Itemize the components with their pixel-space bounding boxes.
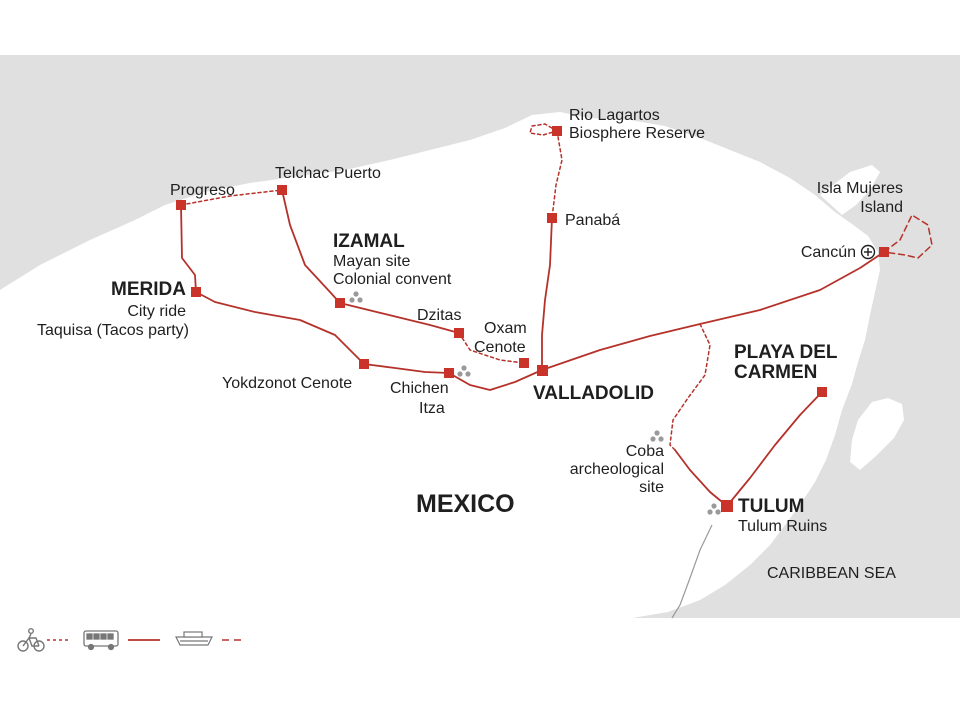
label-rio-lagartos-1: Rio Lagartos xyxy=(569,107,660,124)
land-mass xyxy=(0,112,880,618)
bus-route-playa-tulum xyxy=(726,391,823,507)
label-mexico: MEXICO xyxy=(416,490,515,518)
bus-route-merida-chichen xyxy=(195,291,450,374)
label-playa-2: CARMEN xyxy=(734,362,817,383)
label-coba-1: Coba xyxy=(626,443,664,460)
stop-marker-izamal[interactable] xyxy=(335,298,345,308)
label-valladolid: VALLADOLID xyxy=(533,383,654,404)
label-playa-1: PLAYA DEL xyxy=(734,342,838,363)
bike-route-dzitas-oxam xyxy=(458,332,525,364)
label-chichen-1: Chichen xyxy=(390,380,449,397)
stop-marker-progreso[interactable] xyxy=(176,200,186,210)
routes xyxy=(180,123,933,507)
label-oxam-1: Oxam xyxy=(484,320,527,337)
boat-icon xyxy=(175,631,213,646)
stop-marker-cancun[interactable] xyxy=(879,247,889,257)
stops xyxy=(176,126,889,512)
label-cancun: Cancún xyxy=(801,244,856,261)
label-izamal: IZAMAL xyxy=(333,231,405,252)
bus-route-panaba-valladolid xyxy=(541,217,553,371)
stop-marker-merida[interactable] xyxy=(191,287,201,297)
bus-route-valladolid-cancun xyxy=(541,251,885,371)
stop-marker-panaba[interactable] xyxy=(547,213,557,223)
stop-marker-chichen[interactable] xyxy=(444,368,454,378)
airport-icon xyxy=(860,244,876,260)
cozumel-island xyxy=(850,398,904,470)
boat-route-cancun-isla xyxy=(883,214,933,259)
bus-route-izamal-dzitas xyxy=(339,302,460,334)
label-rio-lagartos-2: Biosphere Reserve xyxy=(569,125,705,142)
bus-route-coba-tulum xyxy=(674,449,728,507)
bus-icon xyxy=(83,630,119,651)
stop-marker-dzitas[interactable] xyxy=(454,328,464,338)
label-izamal-line-2: Colonial convent xyxy=(333,271,452,288)
stop-marker-playa[interactable] xyxy=(817,387,827,397)
bus-route-merida-progreso xyxy=(180,204,197,293)
label-tulum-line-1: Tulum Ruins xyxy=(738,518,827,535)
label-panaba: Panabá xyxy=(565,212,620,229)
bike-route-rio-loop xyxy=(529,123,558,136)
label-merida: MERIDA xyxy=(111,279,186,300)
stop-marker-yokdzonot[interactable] xyxy=(359,359,369,369)
label-coba-3: site xyxy=(639,479,664,496)
stop-marker-valladolid[interactable] xyxy=(537,365,548,376)
labels: Rio Lagartos Biosphere Reserve Telchac P… xyxy=(37,107,903,582)
bike-route-coba-link xyxy=(669,323,711,451)
tulum-coast-line xyxy=(671,524,713,619)
bike-route-rio-panaba xyxy=(551,130,563,219)
label-telchac: Telchac Puerto xyxy=(275,165,381,182)
bus-route-chichen-valladolid xyxy=(448,369,543,391)
ruins-icon xyxy=(349,291,363,303)
label-yokdzonot: Yokdzonot Cenote xyxy=(222,375,352,392)
label-dzitas: Dzitas xyxy=(417,307,461,324)
label-merida-line-2: Taquisa (Tacos party) xyxy=(37,322,189,339)
bus-route-telchac-izamal xyxy=(281,189,341,304)
stop-marker-telchac[interactable] xyxy=(277,185,287,195)
label-caribbean: CARIBBEAN SEA xyxy=(767,565,896,582)
stop-marker-oxam[interactable] xyxy=(519,358,529,368)
ruins-markers xyxy=(349,291,721,515)
label-progreso: Progreso xyxy=(170,182,235,199)
peninsula-strip xyxy=(820,165,880,215)
label-isla-mujeres-2: Island xyxy=(860,199,903,216)
label-chichen-2: Itza xyxy=(419,400,445,417)
label-isla-mujeres-1: Isla Mujeres xyxy=(817,180,903,197)
legend xyxy=(17,627,244,652)
bicycle-icon xyxy=(17,627,45,652)
label-coba-2: archeological xyxy=(570,461,664,478)
ruins-icon xyxy=(457,365,471,377)
stop-marker-rio-lagartos[interactable] xyxy=(552,126,562,136)
stop-marker-tulum[interactable] xyxy=(721,500,733,512)
label-tulum: TULUM xyxy=(738,496,804,517)
ruins-icon xyxy=(707,503,721,515)
ruins-icon xyxy=(650,430,664,442)
label-oxam-2: Cenote xyxy=(474,339,526,356)
label-merida-line-1: City ride xyxy=(127,303,186,320)
bike-route-progreso-telchac xyxy=(180,189,283,206)
label-izamal-line-1: Mayan site xyxy=(333,253,410,270)
